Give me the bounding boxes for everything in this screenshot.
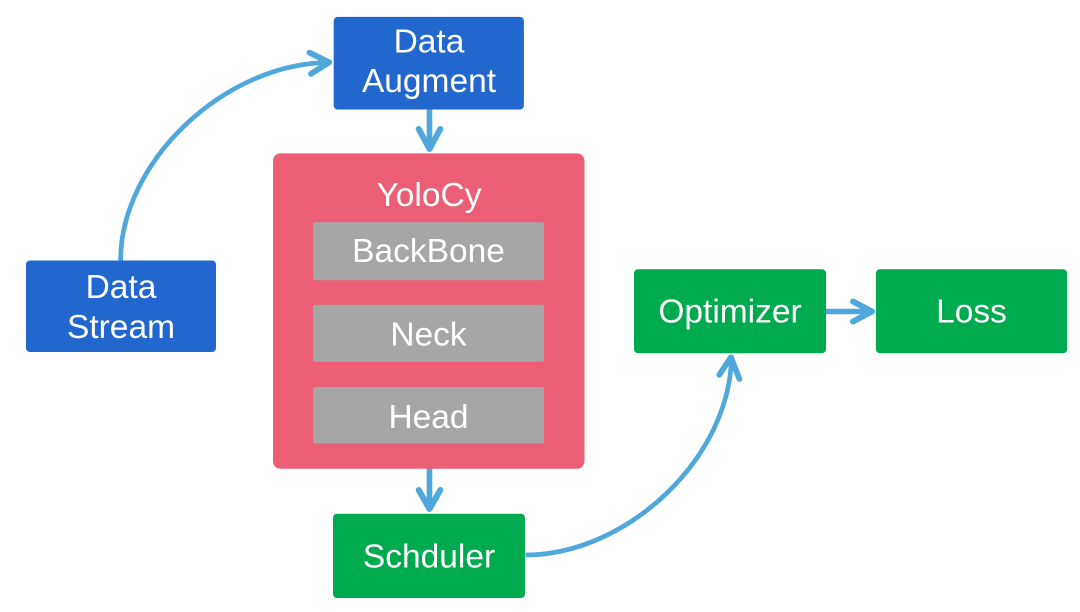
svg-text:YoloCy: YoloCy [377,177,482,214]
svg-text:Data: Data [86,269,157,306]
svg-text:Loss: Loss [936,294,1007,331]
svg-text:Optimizer: Optimizer [658,294,801,331]
svg-text:Neck: Neck [390,317,467,354]
svg-text:Augment: Augment [362,63,497,100]
svg-text:Schduler: Schduler [363,539,495,576]
svg-text:Data: Data [394,24,465,61]
svg-text:Stream: Stream [67,309,175,346]
svg-text:BackBone: BackBone [352,233,505,270]
svg-text:Head: Head [388,399,468,436]
